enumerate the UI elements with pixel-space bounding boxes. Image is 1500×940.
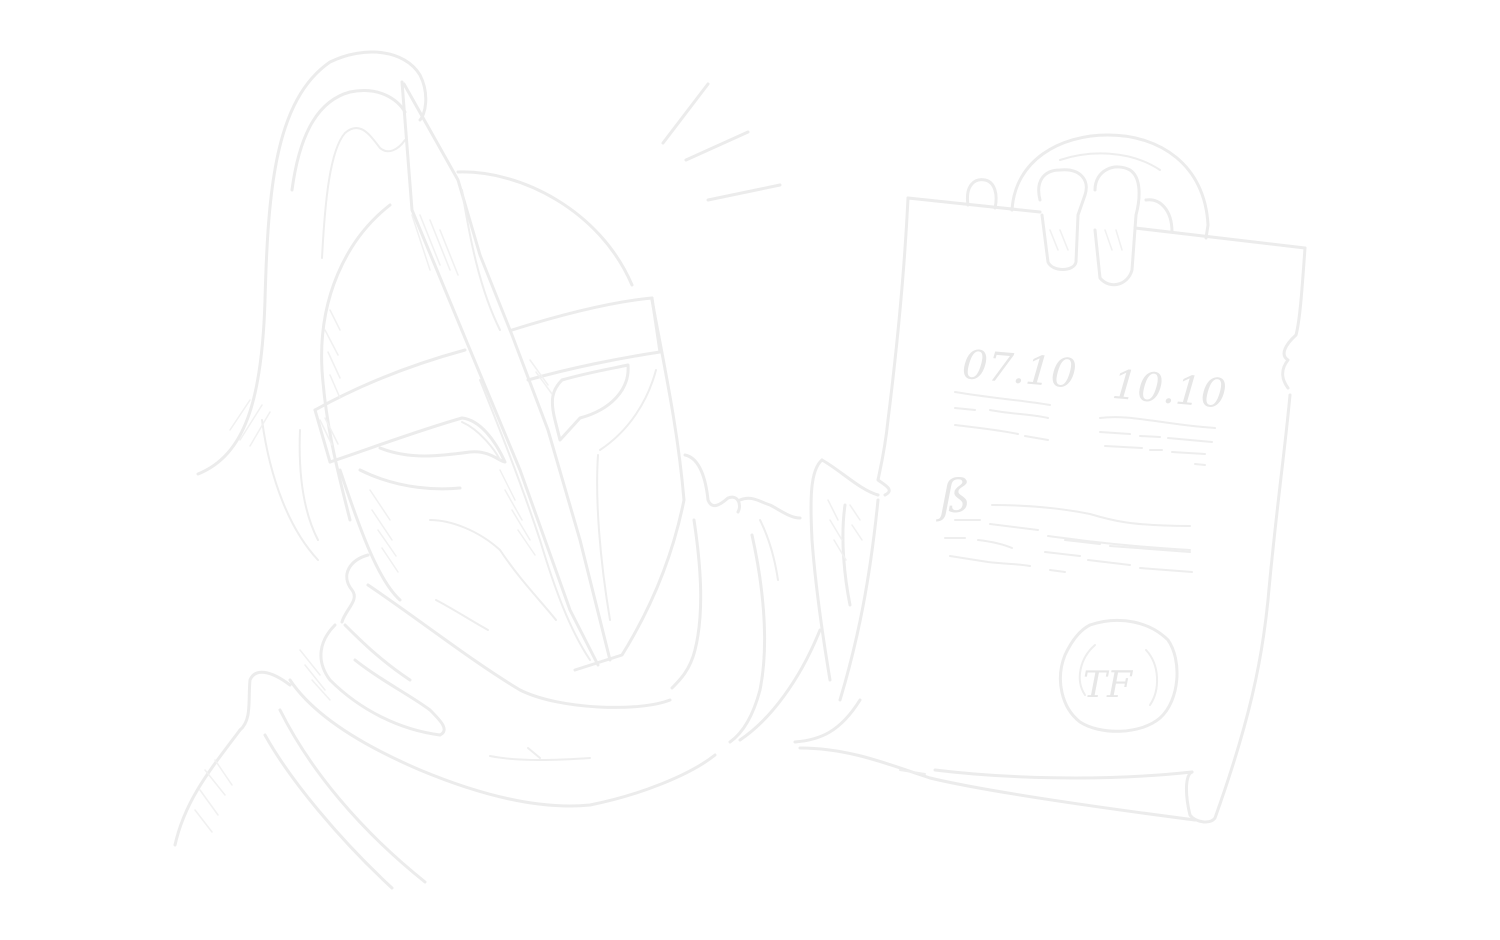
document-initial: ß [936, 469, 971, 523]
helmet-plume [196, 50, 428, 561]
document-paper [798, 133, 1307, 824]
seal-monogram: TF [1083, 665, 1134, 706]
wax-seal: TF [1058, 618, 1179, 733]
knight-helmet [313, 80, 686, 672]
knight-cape [173, 453, 880, 890]
document-date-right: 10.10 [1110, 362, 1228, 418]
document-contents: 07.10 10.10 ß TF [936, 342, 1228, 733]
document-date-left: 07.10 [960, 342, 1078, 398]
emphasis-lines [661, 82, 782, 202]
